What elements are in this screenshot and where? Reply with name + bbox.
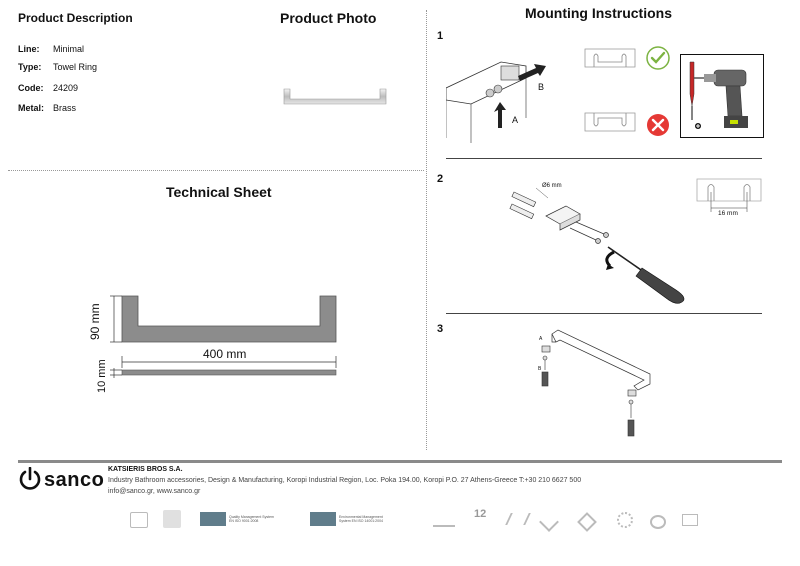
- step-3-assembly-drawing: [541, 329, 651, 437]
- step-3-number: 3: [437, 323, 444, 335]
- diameter-label: Ø6 mm: [542, 183, 562, 189]
- dim-width-label: 400 mm: [203, 347, 247, 361]
- step-2-spacing-diagram: [696, 178, 762, 212]
- spec-value: Towel Ring: [53, 62, 98, 72]
- company-contact: info@sanco.gr, www.sanco.gr: [108, 488, 201, 495]
- company-address: Industry Bathroom accessories, Design & …: [108, 477, 582, 484]
- cert-badge-chevron-icon: [539, 512, 559, 532]
- eu-flag-icon: [310, 512, 336, 526]
- eu-flag-icon: [200, 512, 226, 526]
- cert-badge-hotels-icon: [130, 512, 148, 528]
- label-b: B: [538, 82, 545, 92]
- step-divider-2: [446, 313, 762, 314]
- left-horizontal-divider: [8, 170, 424, 171]
- spec-value: Brass: [53, 103, 77, 113]
- step-2-number: 2: [437, 173, 444, 185]
- spec-label: Line:: [18, 44, 40, 54]
- cert-badge-diamond-icon: [577, 512, 597, 532]
- sanco-logo-text: sanco: [44, 469, 105, 491]
- vertical-divider: [426, 10, 427, 450]
- cert-iso9001: Quality Management System EN ISO 9001:20…: [200, 512, 280, 526]
- step-2-screws-drawing: [509, 187, 685, 304]
- cert-badge-circle-icon: [650, 515, 666, 529]
- cert-iso9001-text: Quality Management System EN ISO 9001:20…: [229, 515, 274, 523]
- dim-thickness-label: 10 mm: [96, 359, 108, 393]
- spec-label: Type:: [18, 62, 42, 72]
- correct-slot-diagram: [584, 48, 636, 68]
- product-photo-image: [283, 88, 387, 105]
- cert-badge-house-icon: [682, 514, 698, 526]
- step-1-bracket-drawing: [446, 61, 546, 143]
- product-photo-title: Product Photo: [280, 10, 377, 26]
- step-1-number: 1: [437, 30, 444, 42]
- cert-badge-stripes-icon: [505, 513, 531, 525]
- company-name: KATSIERIS BROS S.A.: [108, 466, 183, 473]
- spec-value: 24209: [53, 83, 79, 93]
- mounting-instructions-title: Mounting Instructions: [525, 5, 672, 21]
- cert-iso14001-text: Environmental Management System EN ISO 1…: [339, 515, 383, 523]
- footer-bar: [18, 460, 782, 463]
- product-description-title: Product Description: [18, 11, 133, 25]
- label-b-small: B: [538, 366, 542, 372]
- tools-drill-icon: [680, 54, 764, 138]
- incorrect-slot-diagram: [584, 112, 636, 132]
- technical-sheet-title: Technical Sheet: [166, 184, 272, 200]
- cert-badge-100-icon: [163, 510, 181, 528]
- label-a: A: [512, 115, 519, 125]
- spec-row-type: Type: Towel Ring: [18, 62, 97, 72]
- label-a-small: A: [539, 336, 543, 342]
- technical-drawing: [110, 295, 337, 378]
- cert-iso14001: Environmental Management System EN ISO 1…: [310, 512, 396, 526]
- cert-badge-sun-icon: [617, 512, 633, 528]
- dim-height-label: 90 mm: [88, 303, 102, 340]
- cert-badge-mountain-icon: [433, 511, 455, 527]
- spec-row-metal: Metal: Brass: [18, 103, 76, 113]
- spec-row-code: Code: 24209: [18, 83, 78, 93]
- spec-value: Minimal: [53, 44, 85, 54]
- spacing-label: 16 mm: [718, 210, 738, 217]
- spec-row-line: Line: Minimal: [18, 44, 84, 54]
- spec-label: Code:: [18, 83, 44, 93]
- sanco-logo-icon: [19, 467, 41, 490]
- cross-icon: [647, 114, 669, 136]
- cert-badge-years: 12: [474, 508, 487, 520]
- check-icon: [646, 46, 670, 70]
- step-divider-1: [446, 158, 762, 159]
- spec-label: Metal:: [18, 103, 45, 113]
